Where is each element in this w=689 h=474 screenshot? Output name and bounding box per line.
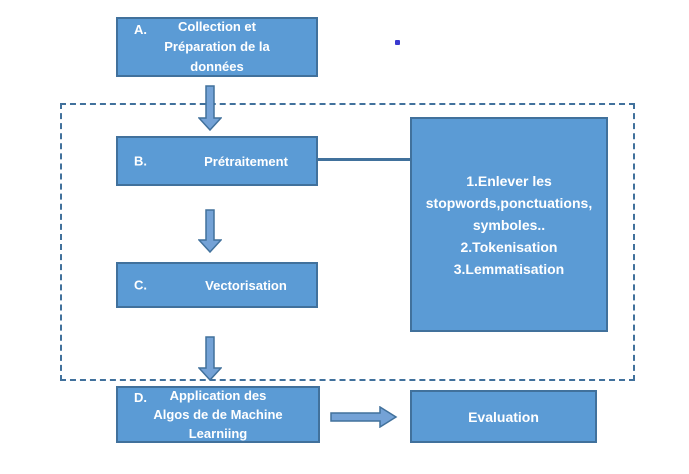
- step-b-pretraitement-box: B. Prétraitement: [116, 136, 318, 186]
- step-b-label: Prétraitement: [204, 153, 288, 169]
- step-a-letter: A.: [134, 22, 147, 37]
- step-d-label: Application des Algos de de Machine Lear…: [153, 388, 283, 441]
- step-c-vectorisation-box: C. Vectorisation: [116, 262, 318, 308]
- preprocessing-details-box: 1.Enlever les stopwords,ponctuations, sy…: [410, 117, 608, 332]
- step-d-application-box: D. Application des Algos de de Machine L…: [116, 386, 320, 443]
- dashed-group-border: [60, 103, 635, 381]
- step-a-collection-box: A. Collection et Préparation de la donné…: [116, 17, 318, 77]
- connector-b-to-details: [318, 158, 410, 161]
- stray-dot: [395, 40, 400, 45]
- step-a-label: Collection et Préparation de la données: [164, 19, 270, 74]
- arrow-a-to-b-icon: [198, 85, 222, 131]
- step-d-letter: D.: [134, 390, 147, 405]
- arrow-d-to-evaluation-icon: [330, 406, 398, 428]
- evaluation-label: Evaluation: [468, 408, 539, 425]
- step-c-label: Vectorisation: [205, 277, 287, 293]
- preprocessing-details-label: 1.Enlever les stopwords,ponctuations, sy…: [425, 172, 593, 277]
- arrow-b-to-c-icon: [198, 209, 222, 253]
- evaluation-box: Evaluation: [410, 390, 597, 443]
- step-b-letter: B.: [134, 153, 147, 169]
- step-c-letter: C.: [134, 277, 147, 293]
- arrow-c-to-d-icon: [198, 336, 222, 381]
